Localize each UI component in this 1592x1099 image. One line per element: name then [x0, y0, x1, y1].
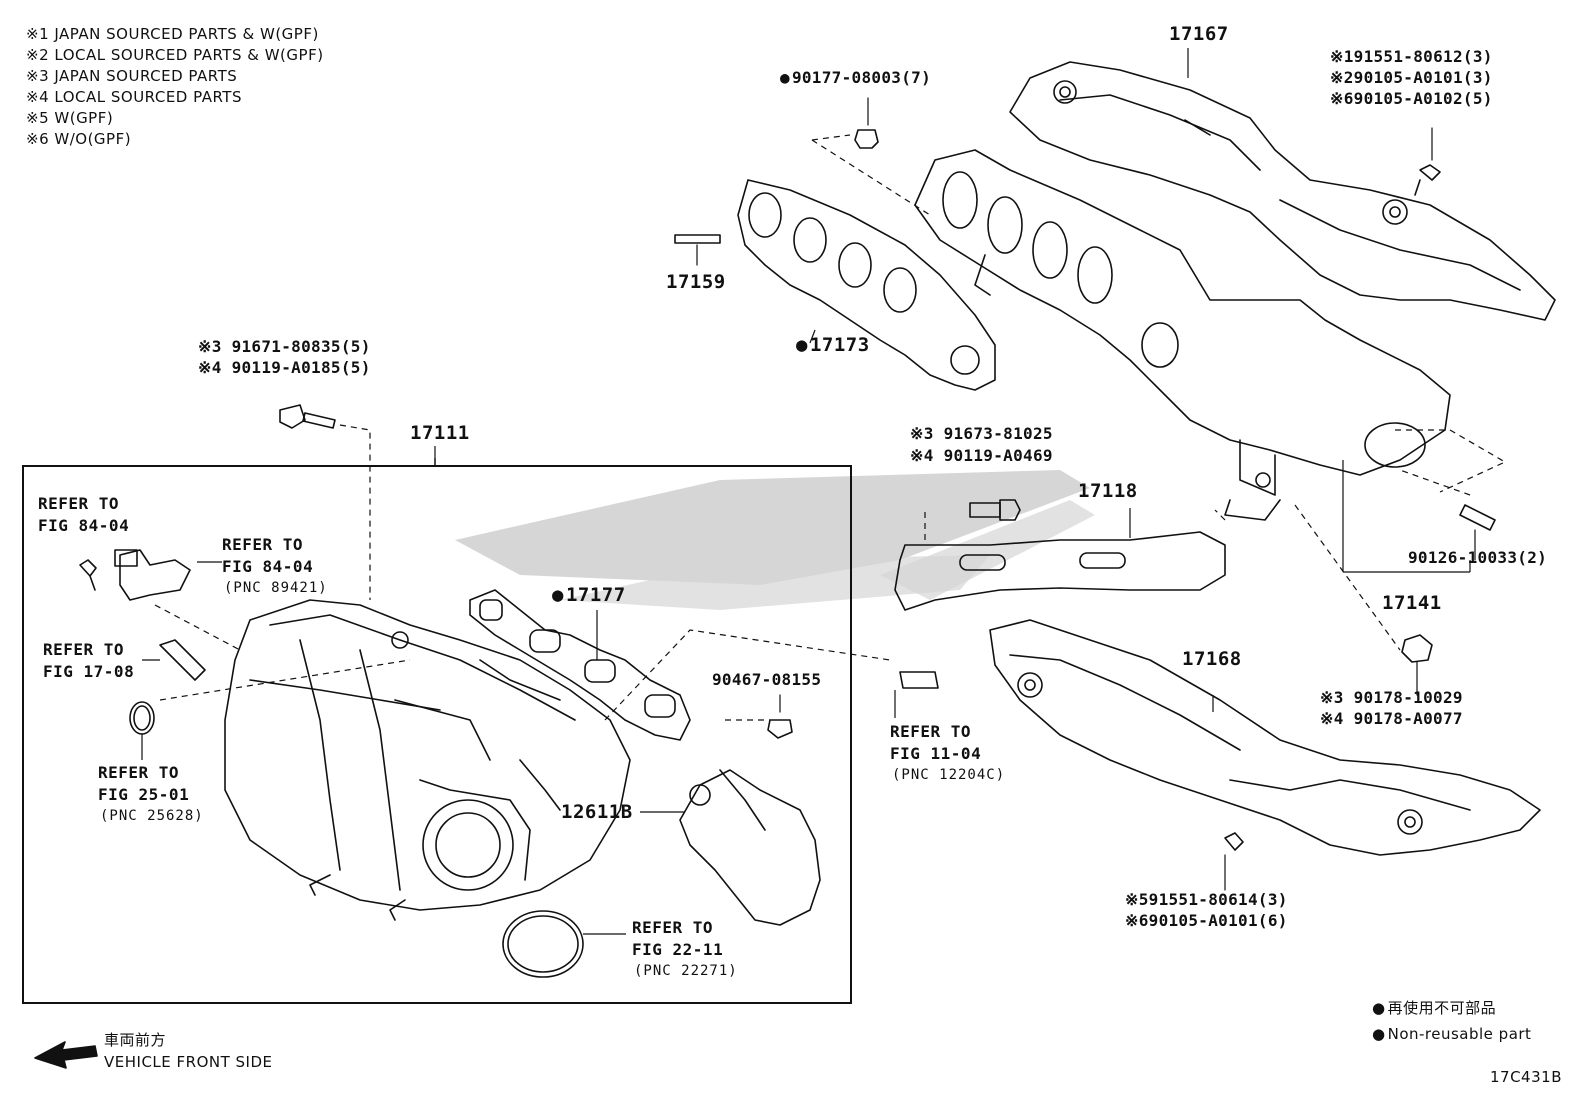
insulator-12611B [679, 769, 821, 926]
o-ring-22271 [502, 910, 584, 978]
label-17111[interactable]: 17111 [410, 422, 470, 444]
ref-5-pnc: (PNC 12204C) [892, 767, 1006, 783]
ref-1-line-2[interactable]: FIG 84-04 [38, 516, 130, 535]
legend-item-6: ※6 W/O(GPF) [26, 130, 132, 148]
front-side-jp: 車両前方 [104, 1031, 167, 1049]
bracket-17118 [894, 531, 1226, 611]
ref-5-line-1[interactable]: REFER TO [890, 722, 972, 741]
ref-3-line-2[interactable]: FIG 17-08 [43, 662, 135, 681]
legend-item-3: ※3 JAPAN SOURCED PARTS [26, 67, 238, 85]
label-nut-17141-b: ※4 90178-A0077 [1320, 709, 1463, 728]
intake-group-frame [22, 465, 852, 1004]
ref-4-line-2[interactable]: FIG 25-01 [98, 785, 190, 804]
legend-item-5: ※5 W(GPF) [26, 109, 114, 127]
figure-code: 17C431B [1490, 1068, 1562, 1086]
label-17167-note-3: ※690105-A0102(5) [1330, 89, 1493, 108]
label-17141[interactable]: 17141 [1382, 592, 1442, 614]
gasket-17173 [737, 179, 996, 391]
legend-item-2: ※2 LOCAL SOURCED PARTS & W(GPF) [26, 46, 324, 64]
label-17173[interactable]: 17173 [796, 336, 870, 355]
intake-manifold-17111 [224, 599, 631, 911]
ref-6-pnc: (PNC 22271) [634, 963, 738, 979]
label-17118[interactable]: 17118 [1078, 480, 1138, 502]
label-17168-note-2: ※690105-A0101(6) [1125, 911, 1288, 930]
ref-6-line-1[interactable]: REFER TO [632, 918, 714, 937]
legend-item-4: ※4 LOCAL SOURCED PARTS [26, 88, 242, 106]
ref-4-pnc: (PNC 25628) [100, 808, 204, 824]
label-bolt-17111-b: ※4 90119-A0185(5) [198, 358, 371, 377]
ref-2-line-1[interactable]: REFER TO [222, 535, 304, 554]
front-arrow-icon [34, 1041, 98, 1069]
ref-4-line-1[interactable]: REFER TO [98, 763, 180, 782]
heat-insulator-17168 [989, 619, 1541, 856]
nonreusable-legend-en: Non-reusable part [1372, 1027, 1531, 1042]
label-17159[interactable]: 17159 [666, 271, 726, 293]
label-90126[interactable]: 90126-10033(2) [1408, 548, 1548, 567]
ref-2-pnc: (PNC 89421) [224, 580, 328, 596]
hose-17-08 [159, 639, 206, 681]
label-90177[interactable]: 90177-08003(7) [780, 70, 931, 86]
nut-90177 [854, 129, 879, 149]
label-bolt-17118-a: ※3 91673-81025 [910, 424, 1053, 443]
gasket-17177 [469, 589, 691, 741]
ref-3-line-1[interactable]: REFER TO [43, 640, 125, 659]
label-bolt-17118-b: ※4 90119-A0469 [910, 446, 1053, 465]
ref-1-line-1[interactable]: REFER TO [38, 494, 120, 513]
nut-17141 [1401, 634, 1433, 663]
ref-2-line-2[interactable]: FIG 84-04 [222, 557, 314, 576]
label-17167-note-2: ※290105-A0101(3) [1330, 68, 1493, 87]
injector-12204C [899, 671, 939, 689]
legend-item-1: ※1 JAPAN SOURCED PARTS & W(GPF) [26, 25, 319, 43]
label-12611B[interactable]: 12611B [561, 801, 633, 823]
label-17167[interactable]: 17167 [1169, 23, 1229, 45]
label-17168-note-1: ※591551-80614(3) [1125, 890, 1288, 909]
label-90467[interactable]: 90467-08155 [712, 670, 822, 689]
watermark-logo [455, 470, 1095, 610]
stud-90126 [1459, 504, 1496, 531]
label-nut-17141-a: ※3 90178-10029 [1320, 688, 1463, 707]
label-17167-note-1: ※191551-80612(3) [1330, 47, 1493, 66]
ref-6-line-2[interactable]: FIG 22-11 [632, 940, 724, 959]
sensor-89421 [119, 549, 191, 601]
label-17177[interactable]: 17177 [552, 586, 626, 605]
nonreusable-legend-jp: 再使用不可部品 [1372, 1001, 1496, 1016]
label-bolt-17111-a: ※3 91671-80835(5) [198, 337, 371, 356]
ref-5-line-2[interactable]: FIG 11-04 [890, 744, 982, 763]
stud-17159 [674, 234, 721, 244]
label-17168[interactable]: 17168 [1182, 648, 1242, 670]
bolt-17111 [279, 404, 306, 429]
heat-insulator-17167 [1009, 61, 1556, 321]
front-side-en: VEHICLE FRONT SIDE [104, 1053, 273, 1071]
clip-90467 [767, 719, 793, 739]
